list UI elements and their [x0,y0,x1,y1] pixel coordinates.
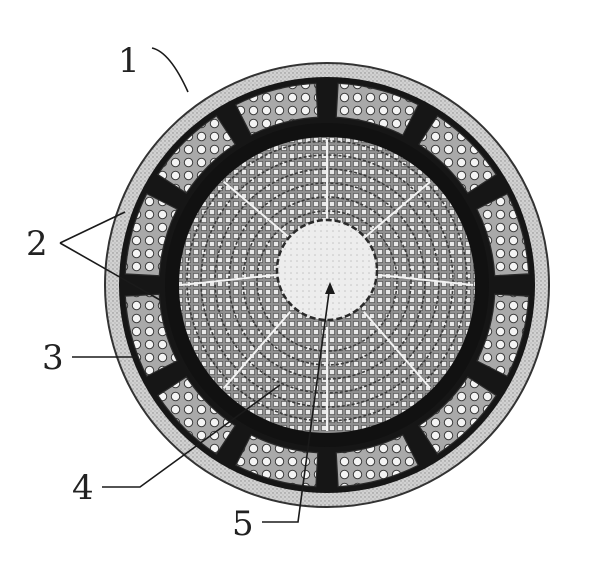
label-4: 4 [72,468,94,508]
cell-patch [234,82,319,136]
cell-patch [124,293,178,378]
leader-line-1 [151,47,189,93]
cell-patch [157,115,236,194]
cell-patch [476,293,530,378]
leader-line-2a [59,211,126,244]
cell-patch [124,192,178,277]
leader-line-4 [102,384,281,488]
label-3: 3 [42,338,64,378]
cell-patch [157,376,236,455]
label-leader-lines [59,47,335,523]
cell-patch [418,115,497,194]
medullary-ray [363,181,431,239]
medullary-ray [223,311,291,389]
pith-core [275,218,379,322]
leader-line-2b [59,242,161,301]
cell-patch [234,434,319,488]
cell-patch [335,82,420,136]
cell-patch [418,376,497,455]
medullary-ray [223,181,291,239]
label-2: 2 [26,224,48,264]
medullary-ray [378,274,474,286]
medullary-ray [180,274,276,286]
cell-patch [335,434,420,488]
medullary-rays [180,139,474,431]
part-number-labels: 1 2 3 4 5 [26,41,254,544]
annual-ring [186,140,468,422]
cell-patch-ring [124,82,530,488]
arrowhead-5 [325,282,335,294]
cell-patch [476,192,530,277]
label-1: 1 [118,41,140,81]
annual-ring [256,210,398,352]
label-5: 5 [232,504,254,544]
medullary-ray [363,311,431,389]
stem-section [104,62,550,508]
leader-line-5 [262,284,331,523]
